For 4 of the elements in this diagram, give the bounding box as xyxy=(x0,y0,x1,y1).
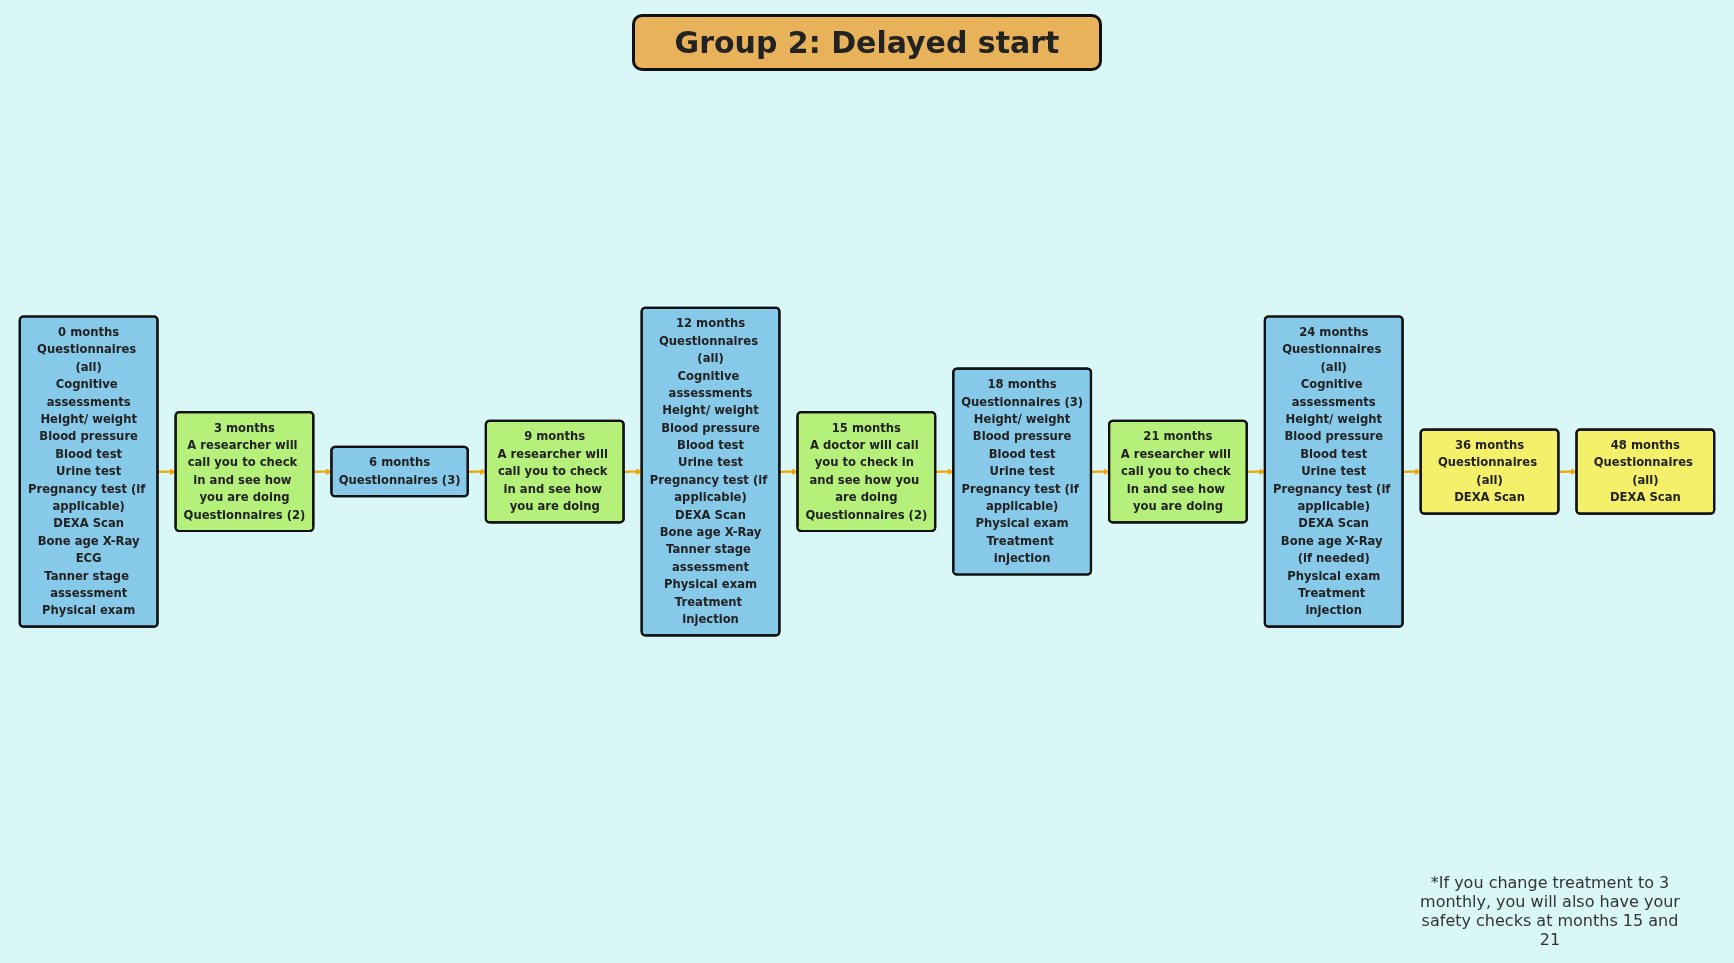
arrow xyxy=(1091,468,1110,476)
title-banner: Group 2: Delayed start xyxy=(631,14,1103,71)
arrow xyxy=(935,468,954,476)
footnote: *If you change treatment to 3 monthly, you will also have your safety checks at months 15 and 21 xyxy=(1420,873,1680,949)
